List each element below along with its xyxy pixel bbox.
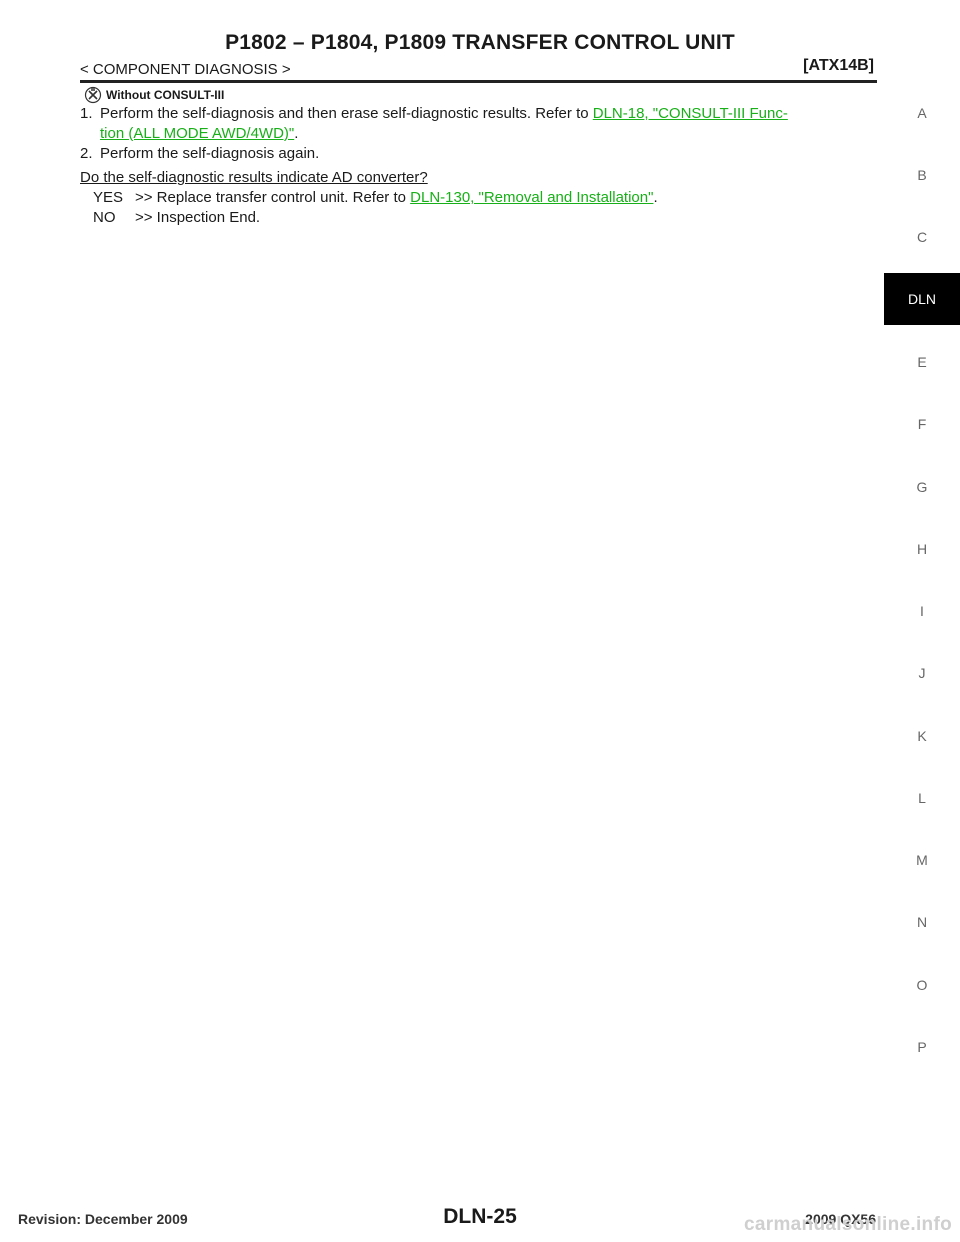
step-1: 1. Perform the self-diagnosis and then e… bbox=[80, 105, 788, 142]
page-title: P1802 – P1804, P1809 TRANSFER CONTROL UN… bbox=[225, 31, 735, 54]
tab-dln[interactable]: DLN bbox=[884, 273, 960, 325]
tab-p[interactable]: P bbox=[917, 1039, 927, 1055]
answer-key: NO bbox=[93, 209, 116, 226]
removal-installation-link[interactable]: DLN-130, "Removal and Installation" bbox=[410, 189, 654, 206]
sub-heading-label: Without CONSULT-III bbox=[106, 88, 225, 102]
watermark: carmanualsonline.info bbox=[744, 1214, 952, 1235]
procedure-body: Without CONSULT-III 1. Perform the self-… bbox=[80, 86, 880, 228]
tab-l[interactable]: L bbox=[918, 790, 926, 806]
tab-a[interactable]: A bbox=[917, 105, 927, 121]
tab-g[interactable]: G bbox=[916, 479, 928, 495]
page-number: DLN-25 bbox=[443, 1205, 517, 1228]
diagnosis-question: Do the self-diagnostic results indicate … bbox=[80, 169, 428, 186]
tab-i[interactable]: I bbox=[920, 603, 924, 619]
tab-e[interactable]: E bbox=[917, 354, 927, 370]
tab-m[interactable]: M bbox=[916, 852, 928, 868]
tab-j[interactable]: J bbox=[918, 665, 926, 681]
tab-n[interactable]: N bbox=[916, 914, 928, 930]
header-divider bbox=[80, 80, 877, 83]
answer-text: >> Replace transfer control unit. Refer … bbox=[135, 189, 411, 206]
vehicle-model: 2009 QX56 bbox=[805, 1211, 876, 1227]
answer-text: >> Inspection End. bbox=[135, 209, 261, 226]
step-text: Perform the self-diagnosis and then eras… bbox=[100, 105, 593, 122]
step-number: 2. bbox=[80, 145, 93, 162]
answer-key: YES bbox=[93, 189, 124, 206]
sub-heading: Without CONSULT-III bbox=[80, 86, 880, 104]
tab-h[interactable]: H bbox=[916, 541, 928, 557]
revision-date: Revision: December 2009 bbox=[18, 1211, 188, 1227]
tab-b[interactable]: B bbox=[917, 167, 927, 183]
step-2: 2. Perform the self-diagnosis again. bbox=[80, 144, 880, 164]
model-code: [ATX14B] bbox=[803, 57, 874, 74]
consult-function-link[interactable]: DLN-18, "CONSULT-III Func-tion (ALL MODE… bbox=[100, 105, 788, 142]
tab-o[interactable]: O bbox=[916, 977, 928, 993]
section-label: < COMPONENT DIAGNOSIS > bbox=[80, 61, 291, 78]
tab-f[interactable]: F bbox=[917, 416, 927, 432]
answer-no: NO >> Inspection End. bbox=[80, 208, 880, 228]
step-number: 1. bbox=[80, 105, 93, 122]
tab-c[interactable]: C bbox=[916, 229, 928, 245]
step-text: Perform the self-diagnosis again. bbox=[100, 145, 320, 162]
answer-yes: YES >> Replace transfer control unit. Re… bbox=[93, 189, 658, 206]
tab-k[interactable]: K bbox=[917, 728, 927, 744]
tool-icon bbox=[84, 86, 102, 104]
